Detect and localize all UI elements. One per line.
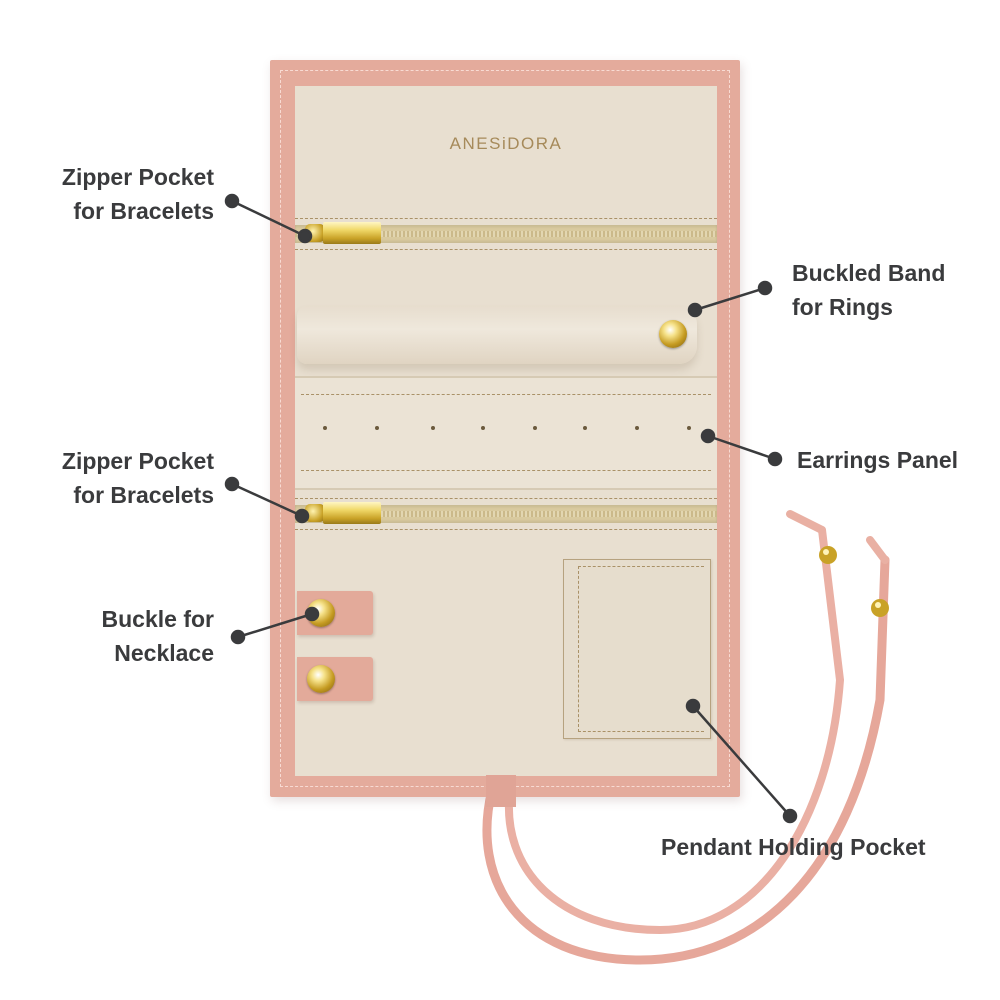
brand-logo: ANESiDORA <box>449 134 563 153</box>
jewelry-roll: ANESiDORA <box>270 60 740 797</box>
top-zipper-pocket[interactable] <box>295 218 717 250</box>
suede-interior: ANESiDORA <box>295 86 717 776</box>
zipper-pull-icon[interactable] <box>305 501 383 525</box>
bottom-zipper-pocket[interactable] <box>295 498 717 530</box>
ring-band[interactable] <box>297 306 697 364</box>
callout-pendant-pocket: Pendant Holding Pocket <box>661 834 926 860</box>
pendant-pocket[interactable] <box>563 559 711 739</box>
necklace-buckle-tab[interactable] <box>297 657 373 701</box>
snap-button-icon[interactable] <box>659 320 687 348</box>
callout-earrings-panel: Earrings Panel <box>797 447 959 473</box>
strap-loop <box>486 775 516 807</box>
snap-button-icon[interactable] <box>307 665 335 693</box>
earrings-panel <box>295 376 717 490</box>
